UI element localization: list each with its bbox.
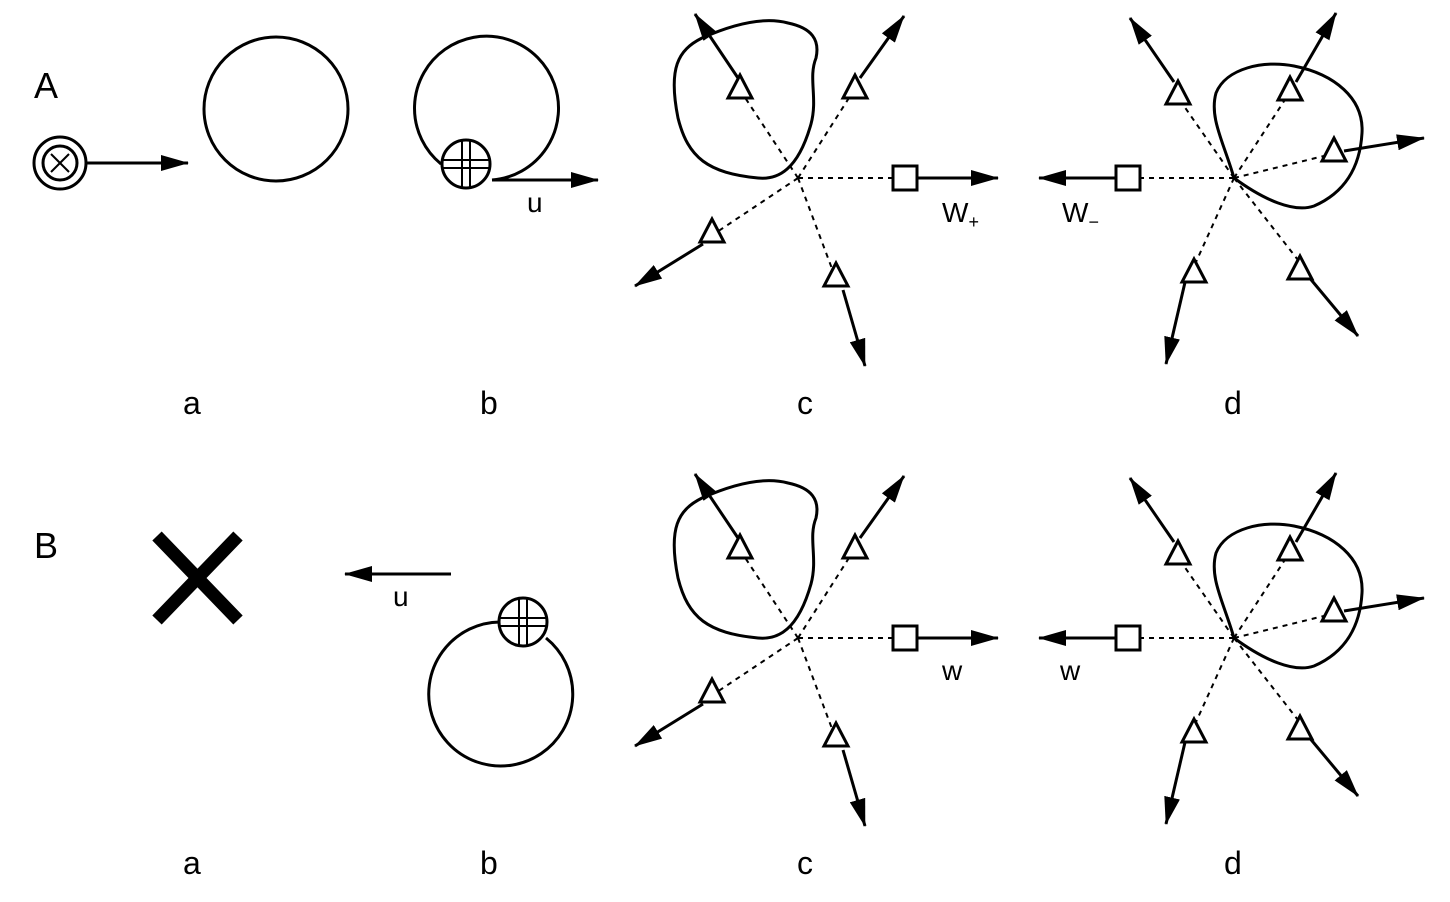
- panel-a: a: [32, 35, 350, 421]
- hashed-circle-icon: [440, 138, 492, 190]
- boson-label: w: [1059, 655, 1081, 686]
- panel-c: W+ c: [635, 14, 998, 421]
- panel-label: b: [480, 845, 498, 881]
- panel-label: a: [183, 385, 201, 421]
- panel-a: a: [152, 531, 243, 881]
- panel-d: W− d: [1039, 13, 1424, 421]
- panel-label: b: [480, 385, 498, 421]
- panel-c: w c: [635, 474, 998, 881]
- row-label: B: [34, 525, 58, 566]
- panel-label: a: [183, 845, 201, 881]
- hashed-circle-icon: [497, 596, 549, 648]
- panel-label: c: [797, 385, 813, 421]
- boson-label: W−: [1062, 197, 1099, 232]
- boson-label: w: [941, 655, 963, 686]
- velocity-label: u: [527, 187, 543, 218]
- panel-b: u b: [344, 566, 575, 881]
- boson-label: W+: [942, 197, 979, 232]
- panel-label: d: [1224, 385, 1242, 421]
- row-a: A a u b W+ c: [32, 13, 1424, 421]
- panel-label: c: [797, 845, 813, 881]
- x-cross-icon: [152, 531, 243, 625]
- row-b: B a u b w c w d: [34, 473, 1424, 881]
- nucleus-circle: [202, 35, 350, 183]
- panel-d: w d: [1039, 473, 1424, 881]
- velocity-label: u: [393, 581, 409, 612]
- row-label: A: [34, 65, 58, 106]
- circled-cross-icon: [32, 135, 88, 191]
- panel-b: u b: [413, 34, 599, 421]
- panel-label: d: [1224, 845, 1242, 881]
